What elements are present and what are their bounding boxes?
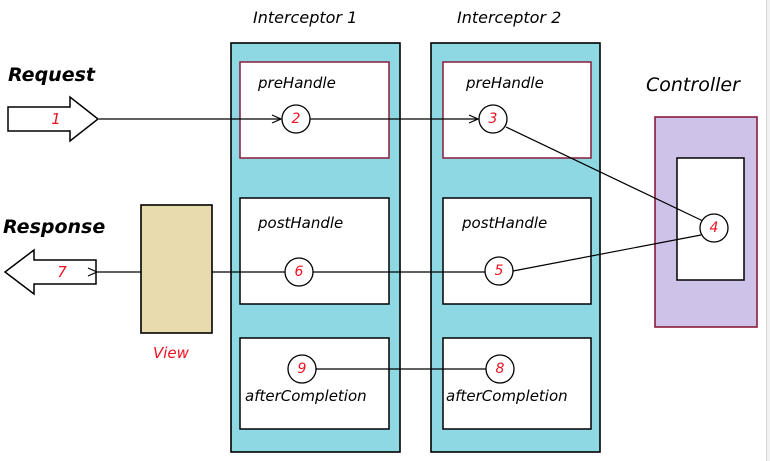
step-number-9: 9 [297, 361, 307, 377]
view-box [140, 204, 213, 334]
step-number-1: 1 [51, 110, 61, 128]
interceptor-2-prehandle-label: preHandle [466, 74, 544, 92]
step-number-8: 8 [495, 361, 505, 377]
request-arrow-shape [7, 95, 100, 143]
step-number-5: 5 [494, 263, 504, 279]
step-number-6: 6 [294, 264, 304, 280]
interceptor-2-title: Interceptor 2 [457, 8, 562, 27]
step-circle-9 [287, 354, 317, 384]
controller-label: Controller [646, 74, 740, 96]
step-number-2: 2 [291, 111, 301, 127]
step-circle-3 [478, 104, 508, 134]
interceptor-2-posthandle-box [442, 197, 592, 305]
connector-step3-to-step4 [505, 126, 704, 222]
response-label: Response [3, 216, 106, 238]
interceptor-1-title: Interceptor 1 [253, 8, 358, 27]
view-label: View [153, 344, 189, 362]
connector-step4-to-step5 [512, 234, 702, 272]
interceptor-1-aftercompletion-label: afterCompletion [245, 387, 367, 405]
interceptor-1-posthandle-box [239, 197, 390, 305]
response-arrow-shape [3, 248, 97, 296]
interceptor-1-prehandle-label: preHandle [258, 74, 336, 92]
page-right-edge [766, 0, 770, 461]
step-circle-4 [699, 213, 729, 243]
interceptor-2-posthandle-label: postHandle [462, 214, 548, 232]
step-circle-6 [284, 257, 314, 287]
request-label: Request [8, 64, 95, 86]
step-circle-8 [485, 354, 515, 384]
step-number-3: 3 [488, 111, 498, 127]
step-circle-2 [281, 104, 311, 134]
controller-inner-box [676, 157, 745, 281]
interceptor-1-prehandle-box [239, 61, 390, 159]
interceptor-2-aftercompletion-box [442, 337, 592, 430]
interceptor-2-prehandle-box [442, 61, 592, 159]
step-number-4: 4 [709, 220, 719, 236]
interceptor-1-posthandle-label: postHandle [258, 214, 344, 232]
interceptor-1-aftercompletion-box [239, 337, 390, 430]
interceptor-2-aftercompletion-label: afterCompletion [446, 387, 568, 405]
step-number-7: 7 [57, 263, 67, 281]
step-circle-5 [484, 256, 514, 286]
